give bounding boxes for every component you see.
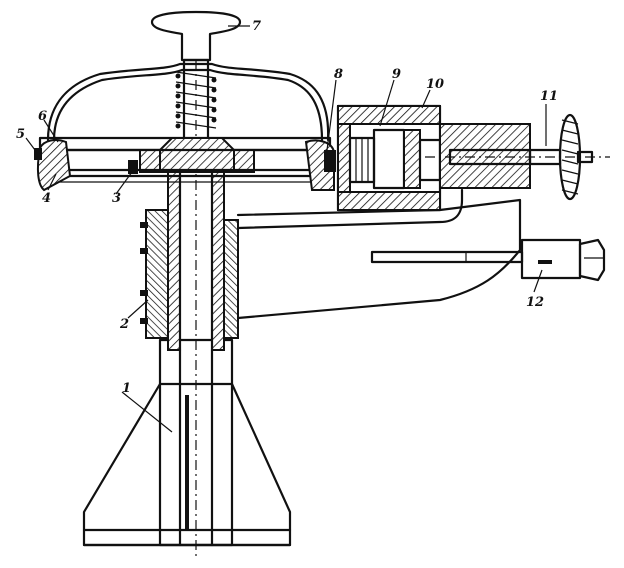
label-part-10: 10 <box>426 77 444 92</box>
label-part-1: 1 <box>122 381 131 396</box>
disc-table <box>34 136 335 192</box>
label-part-11: 11 <box>540 89 558 104</box>
head-block <box>324 104 442 212</box>
column-sleeve <box>140 60 239 560</box>
dome-housing <box>46 62 330 142</box>
label-part-8: 8 <box>334 67 343 82</box>
label-part-5: 5 <box>16 127 25 142</box>
label-part-2: 2 <box>119 317 129 332</box>
label-part-9: 9 <box>392 67 401 82</box>
leader-lines <box>25 25 547 433</box>
label-part-7: 7 <box>252 19 261 34</box>
label-part-12: 12 <box>526 295 544 310</box>
label-part-6: 6 <box>38 109 47 124</box>
screw-shaft <box>425 113 610 201</box>
base-stand <box>82 338 292 547</box>
support-arm <box>236 188 522 320</box>
clamp-lever <box>370 238 606 282</box>
label-part-3: 3 <box>112 191 121 206</box>
label-part-4: 4 <box>42 191 51 206</box>
spring <box>175 71 217 129</box>
